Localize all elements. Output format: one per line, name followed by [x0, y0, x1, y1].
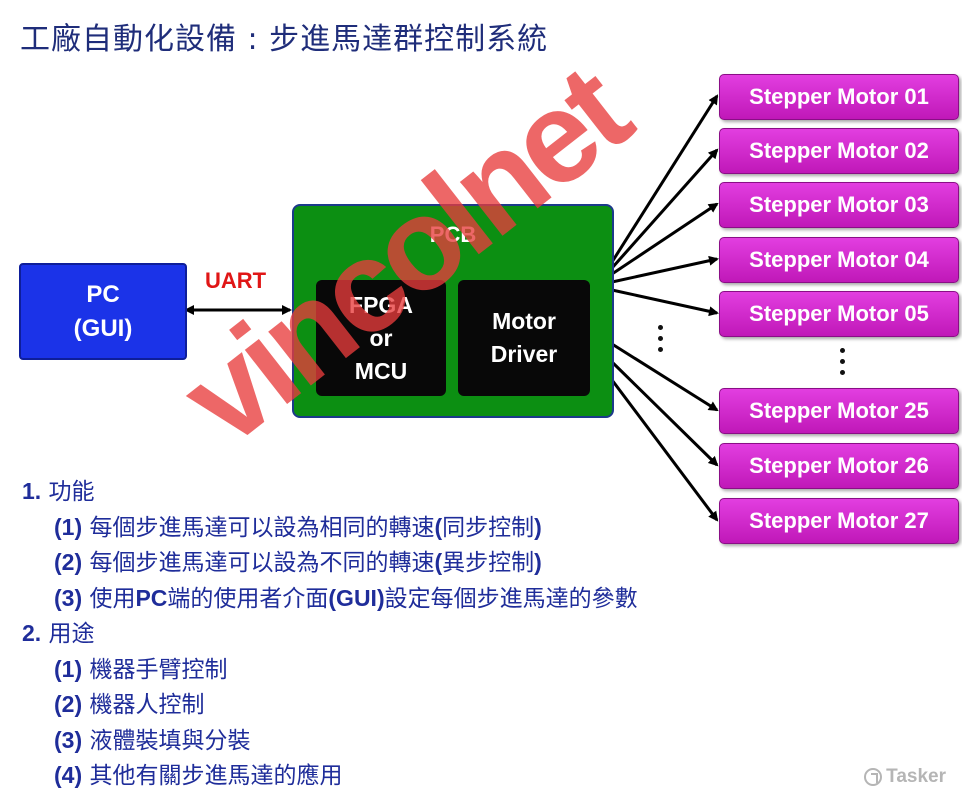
chip2-line2: Driver — [490, 341, 558, 367]
tasker-brand: Tasker — [864, 766, 946, 788]
section-2-num: 2. — [22, 620, 42, 646]
motor-arrows — [610, 94, 719, 522]
list-item: (1) 機器手臂控制 — [54, 655, 228, 683]
stepper-motor-25: Stepper Motor 25 — [719, 388, 959, 434]
list-item: (1) 每個步進馬達可以設為相同的轉速(同步控制) — [54, 513, 542, 541]
section-1-title: 功能 — [48, 479, 95, 505]
stepper-motor-26: Stepper Motor 26 — [719, 443, 959, 489]
motor-arrow — [611, 202, 719, 276]
motor-arrow — [610, 379, 719, 522]
motor-arrow — [610, 148, 719, 269]
list-item: (4) 其他有關步進馬達的應用 — [54, 762, 343, 789]
motor-arrow — [611, 342, 719, 412]
uart-label: UART — [205, 268, 267, 293]
tasker-logo-icon — [864, 768, 883, 786]
motor-arrow — [610, 94, 719, 263]
section-2-heading: 2. 用途 — [22, 616, 638, 652]
list-item: (2) 每個步進馬達可以設為不同的轉速(異步控制) — [54, 549, 542, 576]
ellipsis-arrows — [658, 325, 664, 352]
motor-arrow — [611, 255, 719, 284]
list-item: (3) 使用PC端的使用者介面(GUI)設定每個步進馬達的參數 — [54, 584, 638, 612]
chip1-line3: MCU — [354, 357, 408, 384]
ellipsis-motors — [840, 348, 846, 375]
page-title: 工廠自動化設備 : 步進馬達群控制系統 — [20, 22, 549, 57]
pcb-label: PCB — [429, 222, 477, 247]
section-1-num: 1. — [22, 478, 42, 504]
section-1-heading: 1. 功能 — [22, 474, 638, 510]
stepper-motor-01: Stepper Motor 01 — [719, 74, 959, 120]
pcb-box: PCB FPGA or MCU Motor Driver — [292, 204, 614, 418]
list-item: (3) 液體裝填與分裝 — [54, 726, 251, 754]
fpga-mcu-chip: FPGA or MCU — [316, 280, 446, 396]
stepper-motor-04: Stepper Motor 04 — [719, 237, 959, 283]
pc-gui-box: PC (GUI) — [19, 263, 187, 360]
chip1-line1: FPGA — [349, 291, 413, 318]
notes-list: 1. 功能 (1) 每個步進馬達可以設為相同的轉速(同步控制) (2) 每個步進… — [22, 474, 638, 794]
motor-arrow — [610, 360, 719, 467]
stepper-motor-27: Stepper Motor 27 — [719, 498, 959, 544]
chip1-line2: or — [369, 324, 393, 351]
stepper-motor-05: Stepper Motor 05 — [719, 291, 959, 337]
chip2-line1: Motor — [492, 308, 556, 334]
section-2-title: 用途 — [48, 621, 95, 647]
motor-driver-chip: Motor Driver — [458, 280, 590, 396]
tasker-brand-text: Tasker — [886, 766, 946, 787]
motor-arrow — [611, 288, 719, 317]
gui-label: (GUI) — [73, 314, 133, 342]
pc-label: PC — [86, 280, 120, 308]
stepper-motor-02: Stepper Motor 02 — [719, 128, 959, 174]
stepper-motor-03: Stepper Motor 03 — [719, 182, 959, 228]
list-item: (2) 機器人控制 — [54, 691, 205, 718]
